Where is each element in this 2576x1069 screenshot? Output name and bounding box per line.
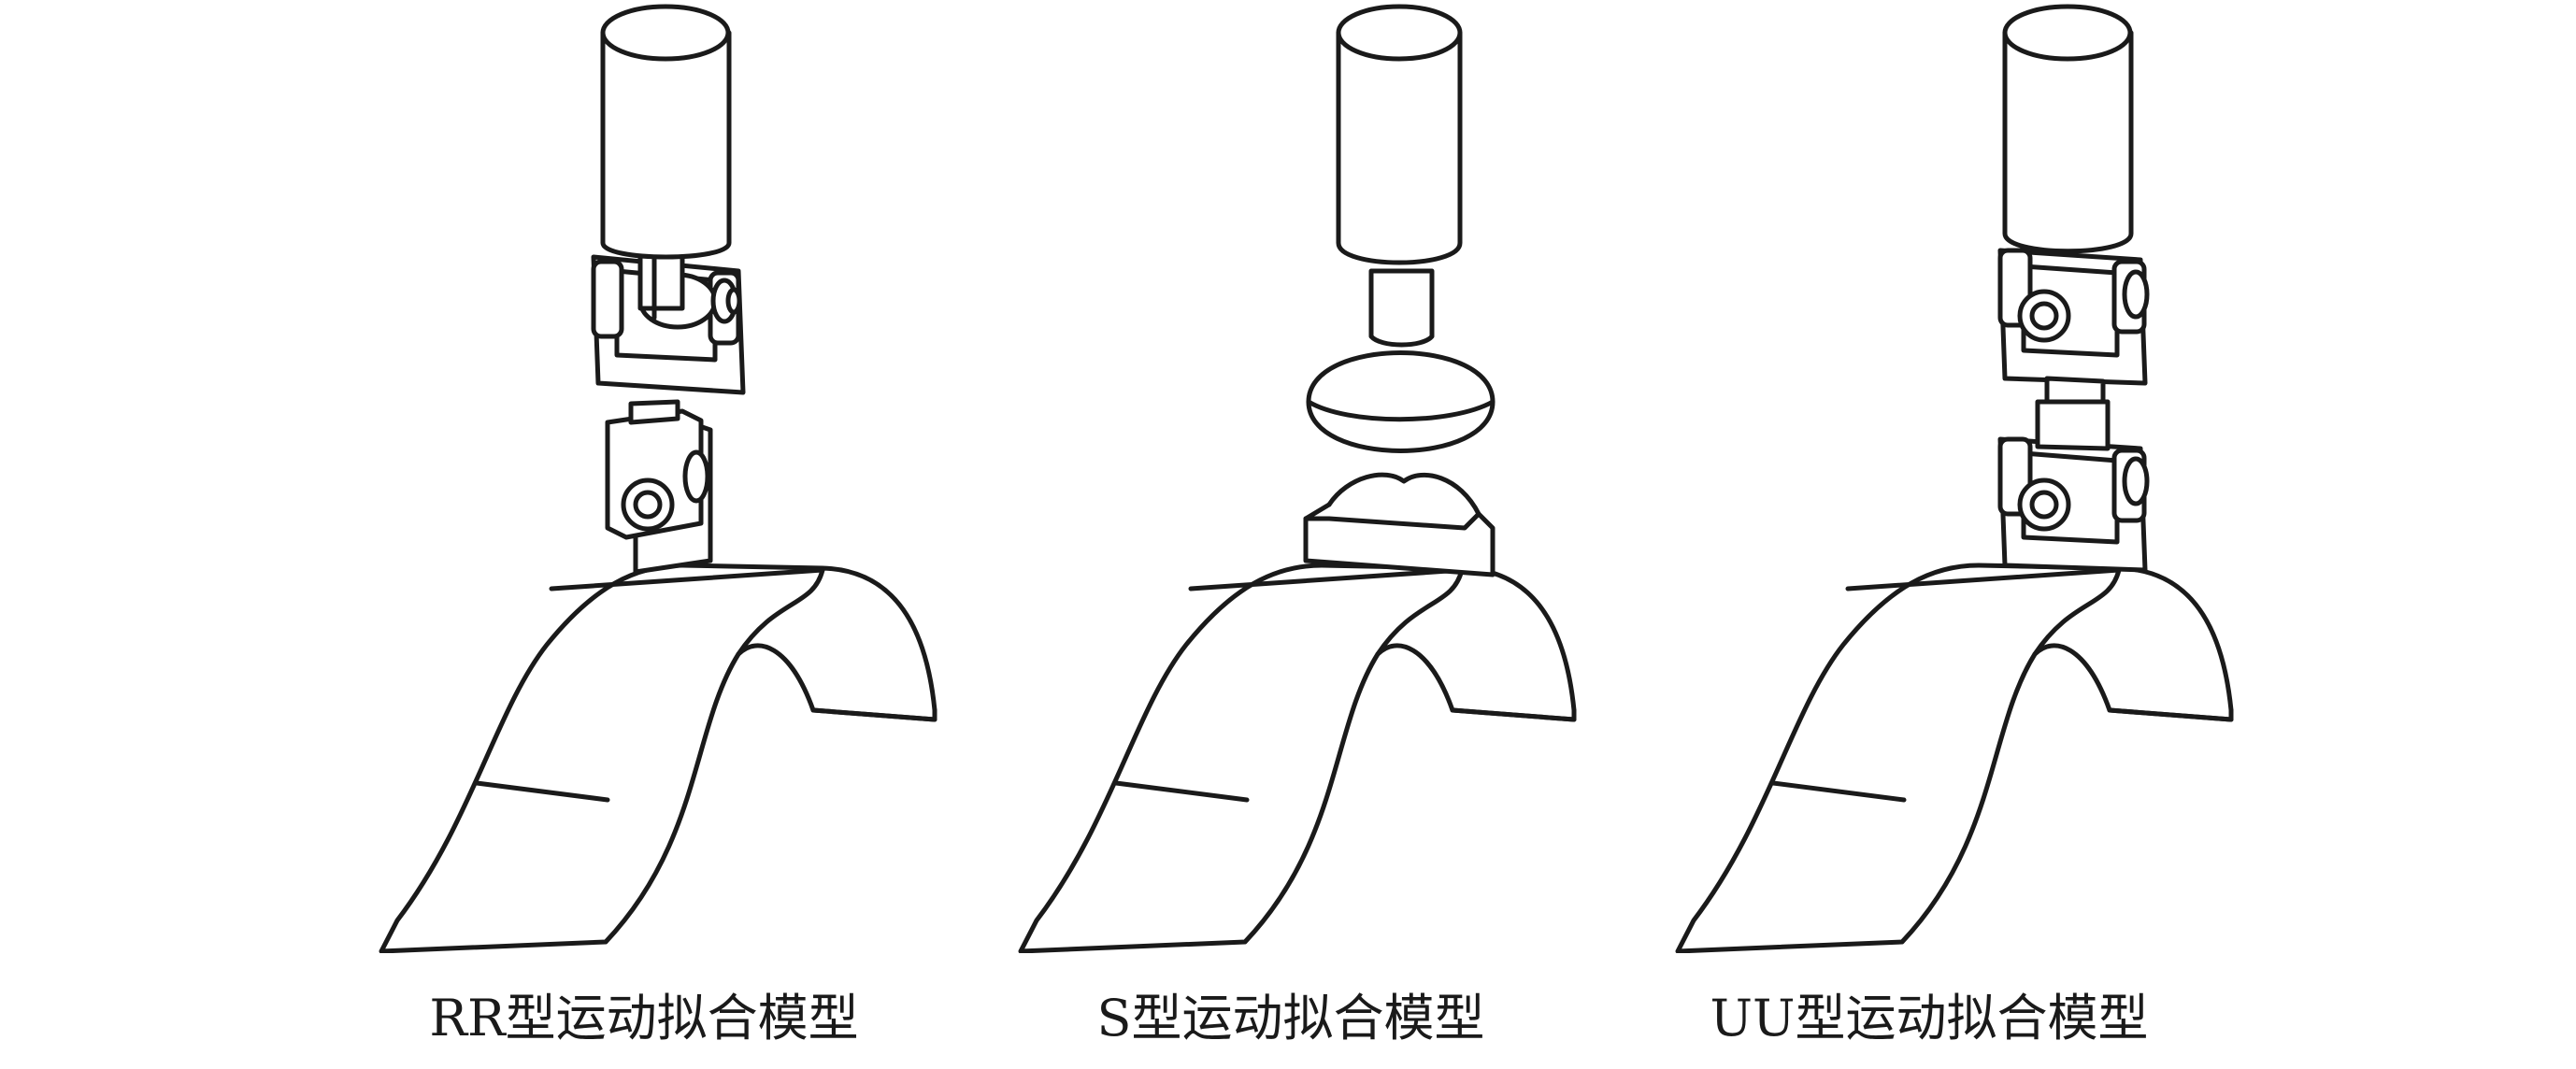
- uu-model-drawing: [1675, 4, 2234, 953]
- foot-blade: [379, 563, 937, 953]
- lower-universal-joint: [1997, 399, 2150, 573]
- foot-blade: [1675, 563, 2234, 953]
- uu-model-panel: UU型运动拟合模型: [1500, 0, 2358, 1069]
- upper-revolute-joint: [591, 242, 746, 395]
- lower-revolute-joint: [605, 399, 713, 575]
- ball-socket-base: [1303, 472, 1496, 577]
- s-model-caption: S型运动拟合模型: [1096, 989, 1485, 1048]
- rr-model-panel: RR型运动拟合模型: [215, 0, 1073, 1069]
- uu-model-caption: UU型运动拟合模型: [1710, 989, 2149, 1048]
- socket-cylinder: [600, 4, 732, 260]
- s-model-panel: S型运动拟合模型: [862, 0, 1720, 1069]
- rr-model-caption: RR型运动拟合模型: [429, 989, 859, 1048]
- s-model-drawing: [1018, 4, 1577, 953]
- rr-model-drawing: [379, 4, 937, 953]
- ball-joint: [1306, 268, 1496, 453]
- socket-cylinder: [1336, 4, 1463, 265]
- foot-blade: [1018, 563, 1577, 953]
- upper-universal-joint: [1997, 248, 2150, 405]
- socket-cylinder: [2002, 4, 2134, 254]
